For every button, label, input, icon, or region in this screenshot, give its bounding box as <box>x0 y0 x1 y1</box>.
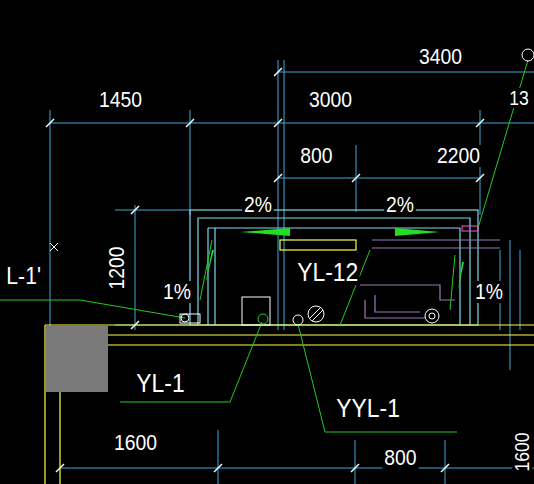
column <box>46 326 108 392</box>
dimension-text: 1200 <box>106 245 128 292</box>
pipe-tag: YL-12 <box>296 259 361 285</box>
pipe-tag: L-1' <box>5 264 43 288</box>
pipe-tag: YYL-1 <box>334 395 401 421</box>
dimension-text: 800 <box>298 145 334 167</box>
slope-text: 1% <box>473 281 505 303</box>
pipe-tag: YL-1 <box>134 370 186 396</box>
slope-text: 2% <box>384 194 416 216</box>
dimension-text: 3400 <box>417 46 464 68</box>
dimension-text: 3000 <box>307 89 354 111</box>
dimension-text: 1600 <box>112 432 159 454</box>
dimension-text: 1450 <box>97 89 144 111</box>
slope-text: 2% <box>242 194 274 216</box>
dimension-text: 13 <box>507 88 530 108</box>
dimension-text: 800 <box>382 447 418 469</box>
slope-text: 1% <box>161 281 193 303</box>
dimension-text: 1600 <box>512 431 532 474</box>
dimension-text: 2200 <box>435 145 482 167</box>
